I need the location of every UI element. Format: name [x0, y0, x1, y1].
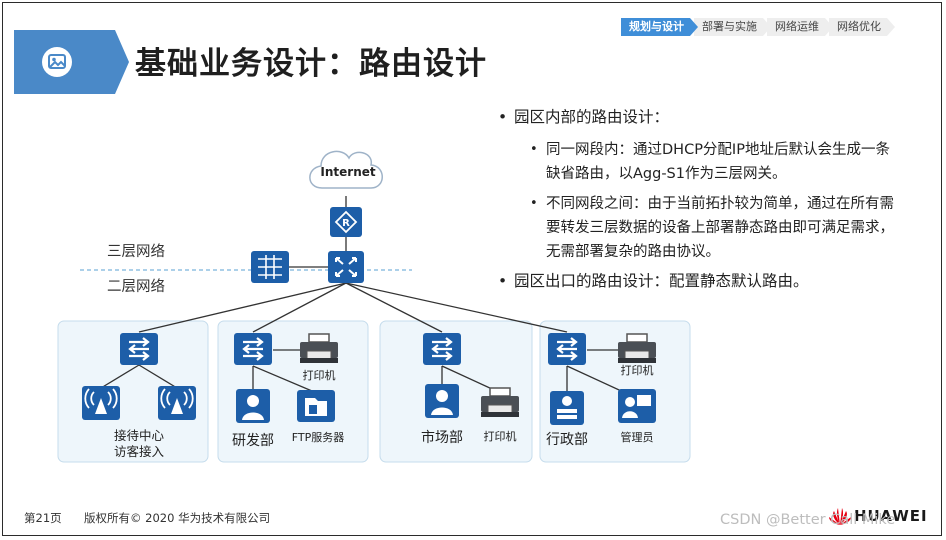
- content-bullets: 园区内部的路由设计： 同一网段内：通过DHCP分配IP地址后默认会生成一条缺省路…: [498, 106, 898, 302]
- access-switch-admin-icon: [546, 331, 588, 367]
- step-deploy[interactable]: 部署与实施: [694, 18, 771, 36]
- access-switch-rnd-icon: [232, 331, 274, 367]
- csdn-watermark: CSDN @Better Call Mike: [720, 512, 896, 528]
- bullet-egress-routing: 园区出口的路由设计：配置静态默认路由。: [498, 270, 898, 292]
- copyright: 版权所有© 2020 华为技术有限公司: [84, 511, 271, 525]
- ftp-server-label: FTP服务器: [292, 431, 345, 444]
- marketing-user-icon: [425, 384, 459, 418]
- printer-label: 打印机: [621, 363, 654, 377]
- image-icon: [42, 47, 72, 77]
- layer3-label: 三层网络: [107, 243, 165, 260]
- administrator-icon: [618, 389, 656, 423]
- step-plan-design[interactable]: 规划与设计: [621, 18, 698, 36]
- rnd-label: 研发部: [232, 433, 274, 449]
- group-reception: [57, 320, 209, 463]
- router-icon: R: [330, 207, 362, 237]
- page-title: 基础业务设计：路由设计: [135, 46, 487, 82]
- step-navigation: 规划与设计 部署与实施 网络运维 网络优化: [621, 18, 895, 36]
- internet-cloud-icon: [309, 150, 383, 189]
- bullet-internal-routing: 园区内部的路由设计：: [498, 106, 898, 128]
- step-operation[interactable]: 网络运维: [767, 18, 833, 36]
- page-number: 第21页: [24, 511, 62, 525]
- admin-label: 行政部: [546, 432, 588, 448]
- step-optimize[interactable]: 网络优化: [829, 18, 895, 36]
- huawei-logo-icon: [829, 508, 851, 525]
- firewall-icon: [251, 251, 289, 283]
- admin-staff-icon: [550, 391, 584, 425]
- access-switch-reception-icon: [118, 331, 160, 367]
- ftp-server-icon: [297, 390, 335, 422]
- administrator-label: 管理员: [621, 430, 654, 444]
- printer-label: 打印机: [303, 368, 336, 382]
- core-switch-icon: [328, 251, 364, 283]
- bullet-same-subnet: 同一网段内：通过DHCP分配IP地址后默认会生成一条缺省路由，以Agg-S1作为…: [530, 138, 898, 186]
- bullet-cross-subnet: 不同网段之间：由于当前拓扑较为简单，通过在所有需要转发三层数据的设备上部署静态路…: [530, 192, 898, 264]
- internet-label: Internet: [320, 165, 375, 179]
- svg-text:R: R: [342, 218, 350, 229]
- access-point-icon: [157, 385, 197, 421]
- developer-icon: [236, 389, 270, 423]
- reception-label: 接待中心: [114, 428, 165, 443]
- printer-label: 打印机: [484, 429, 517, 443]
- layer2-label: 二层网络: [107, 278, 165, 295]
- connection-lines: [100, 196, 631, 396]
- guest-access-label: 访客接入: [114, 444, 165, 459]
- access-point-icon: [81, 385, 121, 421]
- access-switch-marketing-icon: [421, 331, 463, 367]
- title-banner-arrow: [115, 30, 129, 94]
- marketing-label: 市场部: [421, 429, 463, 446]
- huawei-brand-text: HUAWEI: [854, 507, 928, 525]
